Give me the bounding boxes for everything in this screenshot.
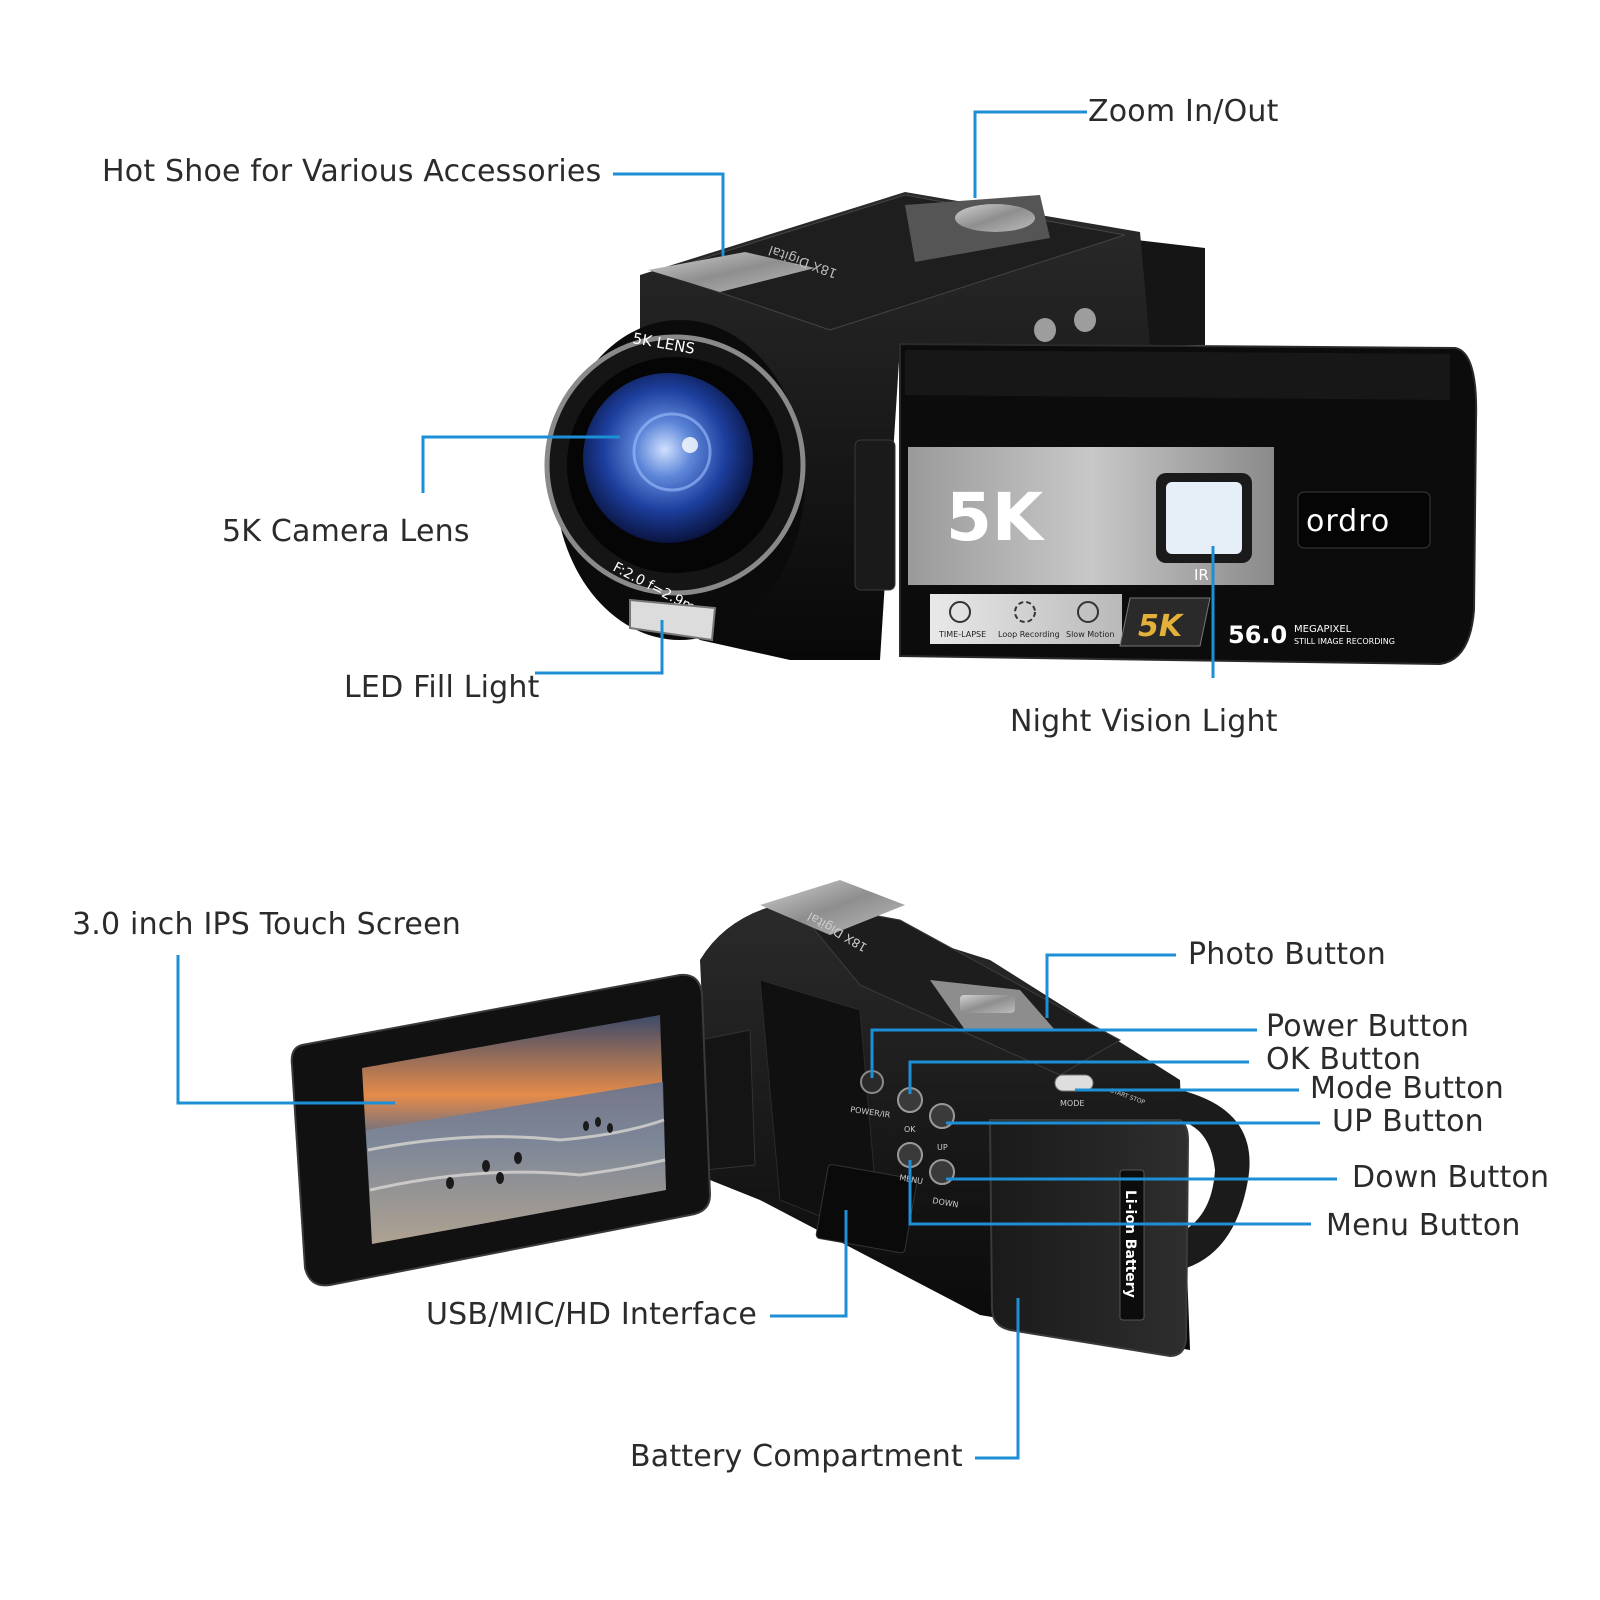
battery-label-plate: [1119, 1169, 1145, 1321]
lens-glass: [583, 373, 753, 543]
mode-badge: 5K: [1138, 609, 1185, 644]
callout-zoom: Zoom In/Out: [1088, 94, 1279, 129]
leader-ok: [908, 1060, 1249, 1094]
badge-5k: 5K: [946, 479, 1046, 556]
leader-led: [535, 620, 664, 675]
birds: [446, 1117, 613, 1189]
mode-icon-label-2: Loop Recording: [998, 630, 1060, 639]
callout-mode: Mode Button: [1310, 1071, 1504, 1106]
mode-button: [1054, 1074, 1094, 1092]
leader-power: [870, 1028, 1257, 1078]
callout-led: LED Fill Light: [344, 670, 540, 705]
ok-button-label: OK: [904, 1125, 916, 1134]
led-fill-light: [629, 598, 717, 642]
up-button-label: UP: [937, 1143, 948, 1152]
leader-lines: [176, 110, 1337, 1460]
brand-logo: ordro: [1306, 504, 1390, 539]
megapixel-line2: STILL IMAGE RECORDING: [1294, 637, 1395, 646]
screen-hinge: [854, 439, 896, 591]
battery-label: Li-ion Battery: [1122, 1190, 1138, 1298]
leader-lens: [421, 435, 620, 493]
screen-wave-1: [367, 1118, 665, 1152]
top-camera: 18X Digital 5K LENS F:2.0 f=2.9mm 5K: [544, 192, 1478, 666]
callout-photo: Photo Button: [1188, 937, 1387, 972]
callout-up: UP Button: [1332, 1104, 1484, 1139]
bottom-camera: 18X Digital POWER/IR OK UP MENU DOWN: [290, 880, 1250, 1358]
leader-hot-shoe: [613, 172, 725, 256]
zoom-lever: [955, 204, 1035, 232]
ir-label: IR: [1194, 566, 1209, 584]
brand-plate: [1297, 491, 1431, 549]
hot-shoe: [648, 252, 815, 292]
callout-lens: 5K Camera Lens: [222, 514, 470, 549]
lens-glint: [682, 437, 698, 453]
leader-screen: [176, 955, 395, 1105]
timelapse-icon: [949, 601, 971, 623]
callout-ok: OK Button: [1266, 1042, 1422, 1077]
loop-recording-icon: [1014, 601, 1036, 623]
hot-shoe-rear: [760, 880, 905, 935]
mode-button-label: MODE: [1060, 1099, 1084, 1108]
leader-battery: [975, 1298, 1020, 1460]
photo-button: [960, 995, 1015, 1013]
leader-usb: [770, 1210, 848, 1318]
slow-motion-icon: [1077, 601, 1099, 623]
leader-photo: [1045, 953, 1176, 1018]
lens-reflection: [632, 412, 712, 492]
night-vision-light: [1166, 482, 1242, 554]
callout-menu: Menu Button: [1326, 1208, 1521, 1243]
mode-icon-label-3: Slow Motion: [1066, 630, 1114, 639]
side-button-1: [1034, 318, 1056, 342]
leader-zoom: [973, 110, 1087, 198]
lcd-panel-sheen: [905, 350, 1450, 400]
mode-icon-label-1: TIME-LAPSE: [938, 630, 986, 639]
callout-battery: Battery Compartment: [630, 1439, 963, 1474]
megapixel-value: 56.0: [1228, 621, 1287, 649]
battery-pack: [988, 1119, 1190, 1358]
megapixel-line1: MEGAPIXEL: [1294, 624, 1352, 635]
callout-usb: USB/MIC/HD Interface: [426, 1297, 757, 1332]
side-button-2: [1074, 308, 1096, 332]
callout-down: Down Button: [1352, 1160, 1550, 1195]
mode-badge-bg: [1119, 597, 1211, 647]
callout-screen: 3.0 inch IPS Touch Screen: [72, 907, 461, 942]
callout-power: Power Button: [1266, 1009, 1470, 1044]
screen-wave-2: [369, 1158, 666, 1192]
callout-hot-shoe: Hot Shoe for Various Accessories: [102, 154, 602, 189]
callout-night-vision: Night Vision Light: [1010, 704, 1278, 739]
leader-menu: [908, 1160, 1311, 1226]
